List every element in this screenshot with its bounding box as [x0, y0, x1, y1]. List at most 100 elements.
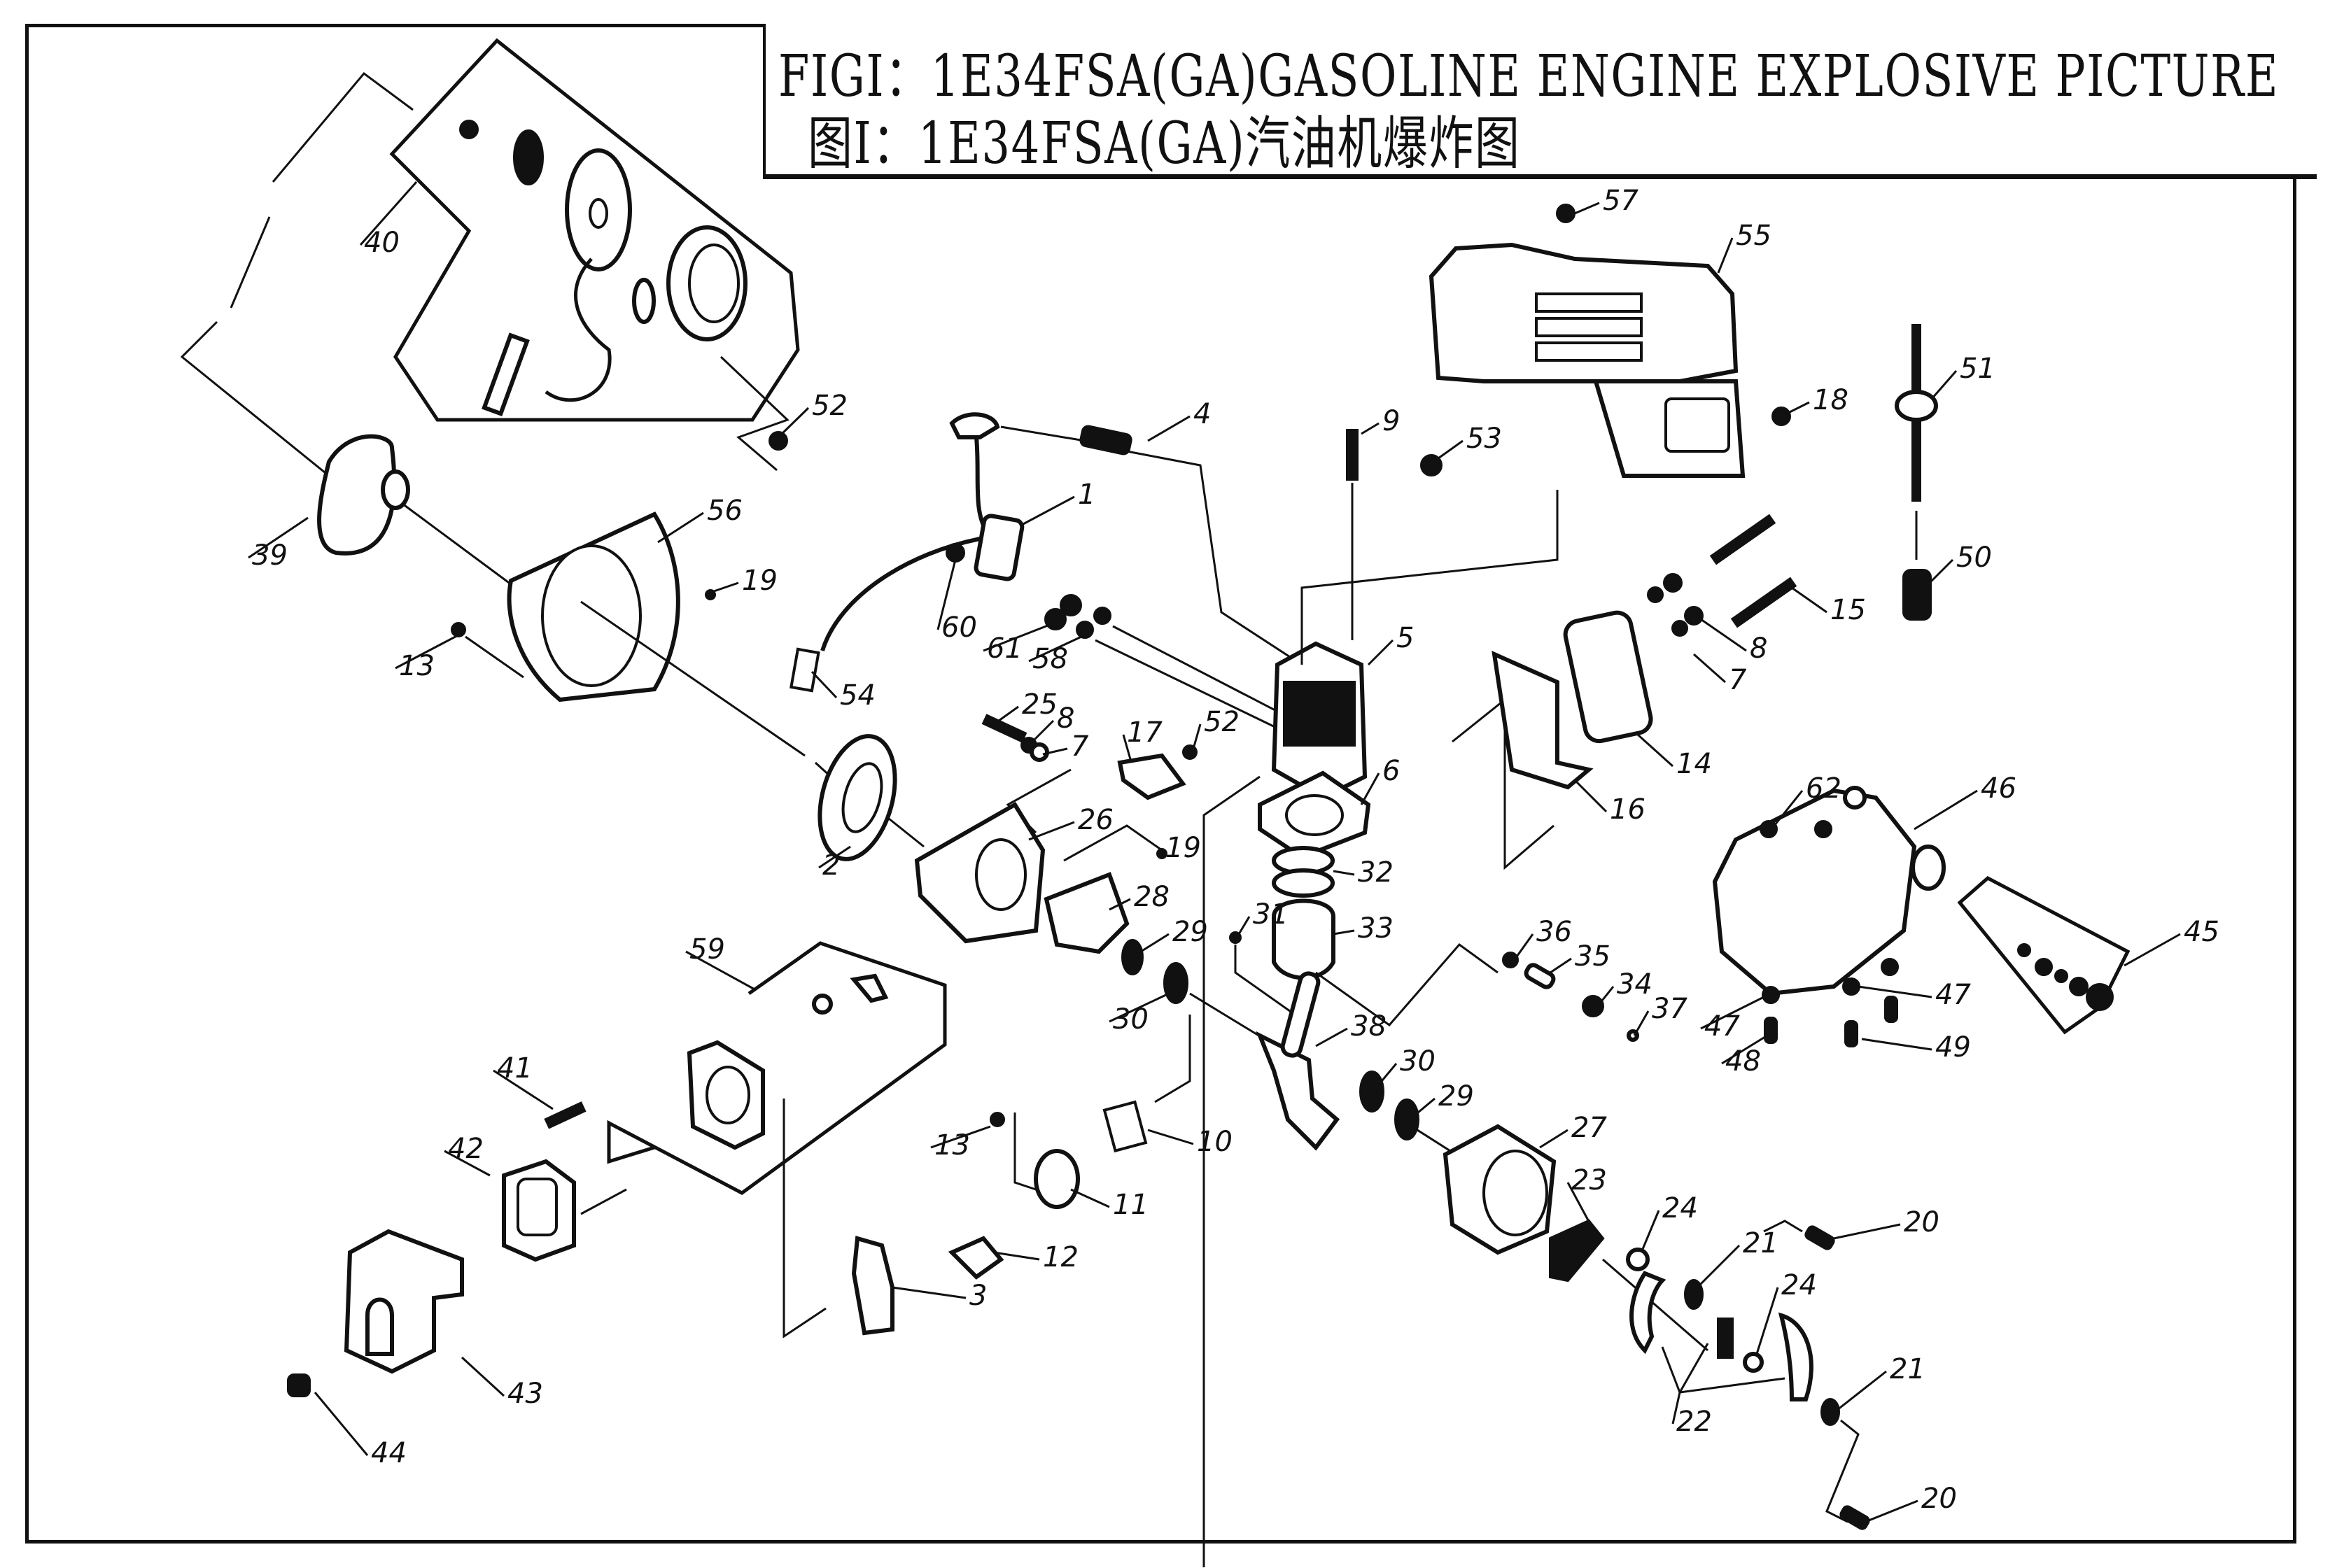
engine-cover-group	[1429, 204, 1791, 478]
leader-line-53	[1438, 439, 1464, 460]
leader-line-26	[1028, 821, 1075, 841]
callout-muffler-bolt: 15	[1830, 594, 1866, 626]
leader-line-39	[248, 516, 309, 559]
flywheel-group	[817, 734, 925, 861]
piston-ring-icon	[1272, 868, 1335, 898]
screw-icon	[1182, 744, 1198, 760]
callout-nut: 53	[1466, 423, 1502, 455]
leader-line-32	[1333, 870, 1355, 876]
screw-icon	[1764, 1017, 1778, 1044]
callout-muffler: 14	[1676, 748, 1712, 780]
callout-cylinder-gasket: 6	[1382, 755, 1400, 787]
callout-screw: 41	[497, 1052, 533, 1085]
leader-line-37	[1633, 1010, 1650, 1036]
leader	[1189, 992, 1271, 1044]
stop-wire-connector-icon	[789, 647, 820, 693]
callout-starter-assembly: 40	[364, 227, 400, 259]
callout-bearing: 30	[1400, 1045, 1436, 1078]
screw-icon	[459, 120, 479, 139]
callout-flat-washer: 7	[1729, 664, 1747, 696]
leader-line-10	[1147, 1129, 1194, 1145]
screw-icon	[1556, 204, 1575, 223]
needle-bearing-icon	[1582, 995, 1604, 1017]
leader-line-49	[1861, 1038, 1932, 1051]
callout-air-filter-element: 42	[448, 1133, 484, 1165]
washer-icon	[1684, 606, 1704, 626]
callout-flywheel: 2	[822, 849, 840, 882]
clutch-shoe-icon	[1778, 1312, 1813, 1401]
choke-link-icon	[850, 973, 889, 1003]
callout-starter-housing: 56	[707, 495, 743, 527]
leader	[1300, 490, 1559, 665]
leader-line-14	[1636, 733, 1674, 768]
leader-line-21	[1696, 1244, 1741, 1289]
callout-screw: 57	[1603, 185, 1638, 217]
grommet-icon	[1814, 820, 1832, 838]
fuel-cap-assembly-outline	[1957, 875, 2131, 1035]
callout-piston-pin: 35	[1575, 940, 1610, 973]
callout-circlip: 37	[1652, 993, 1687, 1025]
leader-line-42	[444, 1150, 491, 1177]
callout-muffler-plate: 16	[1610, 793, 1645, 826]
callout-oil-seal: 29	[1172, 916, 1208, 948]
leader-line-54	[810, 670, 838, 699]
pulley-shaft-icon	[381, 469, 410, 510]
muffler-bolt-icon	[1709, 514, 1776, 565]
clutch-bolt-icon	[1839, 1505, 1870, 1530]
leader-line-40	[359, 181, 418, 246]
callout-bolt: 9	[1382, 405, 1400, 437]
washer-icon	[1743, 1352, 1764, 1373]
tank-neck-icon	[1911, 845, 1946, 891]
callout-gasket: 10	[1197, 1126, 1233, 1158]
fuel-tank-group	[1712, 786, 2131, 1047]
leader-line-19	[713, 581, 739, 593]
leader-line-23	[1566, 1182, 1594, 1229]
leader-line-4	[1147, 415, 1191, 442]
leader-line-31	[1237, 916, 1251, 935]
leader-line-59	[685, 950, 757, 991]
leader-line-17	[1122, 734, 1132, 760]
leader-line-19	[1160, 849, 1165, 853]
callout-screw: 49	[1935, 1031, 1971, 1064]
callout-carburetor: 3	[969, 1280, 987, 1312]
callout-circlip: 36	[1536, 916, 1572, 948]
bolt-icon	[981, 714, 1027, 743]
callout-fuel-filter: 50	[1956, 542, 1992, 574]
leader-line-45	[2124, 933, 2181, 967]
leader-line-22	[1671, 1392, 1681, 1425]
washer-icon	[1647, 586, 1664, 603]
callout-crankcase-right: 27	[1571, 1112, 1607, 1144]
leader	[1000, 425, 1086, 442]
knob-icon	[287, 1373, 311, 1397]
washer-icon	[1820, 1398, 1840, 1426]
callout-screw: 52	[1204, 706, 1240, 738]
title-chinese: 图Ⅰ：1E34FSA(GA)汽油机爆炸图	[808, 111, 1521, 177]
oil-seal-icon	[1121, 939, 1144, 975]
leader-line-3	[892, 1286, 967, 1299]
leader	[1063, 824, 1163, 862]
leader-line-60	[936, 559, 957, 630]
leader-line-38	[1315, 1027, 1348, 1047]
screw-icon	[1884, 996, 1898, 1023]
leader	[1661, 1343, 1709, 1395]
callout-washer: 24	[1781, 1269, 1817, 1301]
leader-line-2	[818, 845, 851, 869]
callout-washer: 24	[1662, 1192, 1698, 1224]
callout-piston-rings: 32	[1358, 856, 1394, 889]
callout-stop-wire: 54	[840, 679, 876, 712]
engine-cover-icon	[1429, 242, 1739, 383]
callout-clutch-bolt: 20	[1904, 1206, 1939, 1238]
leader-line-27	[1539, 1129, 1568, 1149]
bolt-icon	[1346, 429, 1359, 481]
leader-line-52	[1192, 723, 1202, 749]
ignition-group	[789, 412, 1310, 743]
callout-pin: 31	[1253, 898, 1289, 931]
leader-line-33	[1333, 929, 1355, 935]
circlip-icon	[1502, 952, 1519, 968]
leader	[1013, 1113, 1037, 1191]
callout-piston: 33	[1358, 912, 1394, 945]
callout-washer: 21	[1890, 1353, 1925, 1385]
clutch-holder-icon	[1549, 1219, 1605, 1283]
callout-gasket: 12	[1043, 1241, 1079, 1273]
piston-group	[1229, 770, 1639, 1156]
